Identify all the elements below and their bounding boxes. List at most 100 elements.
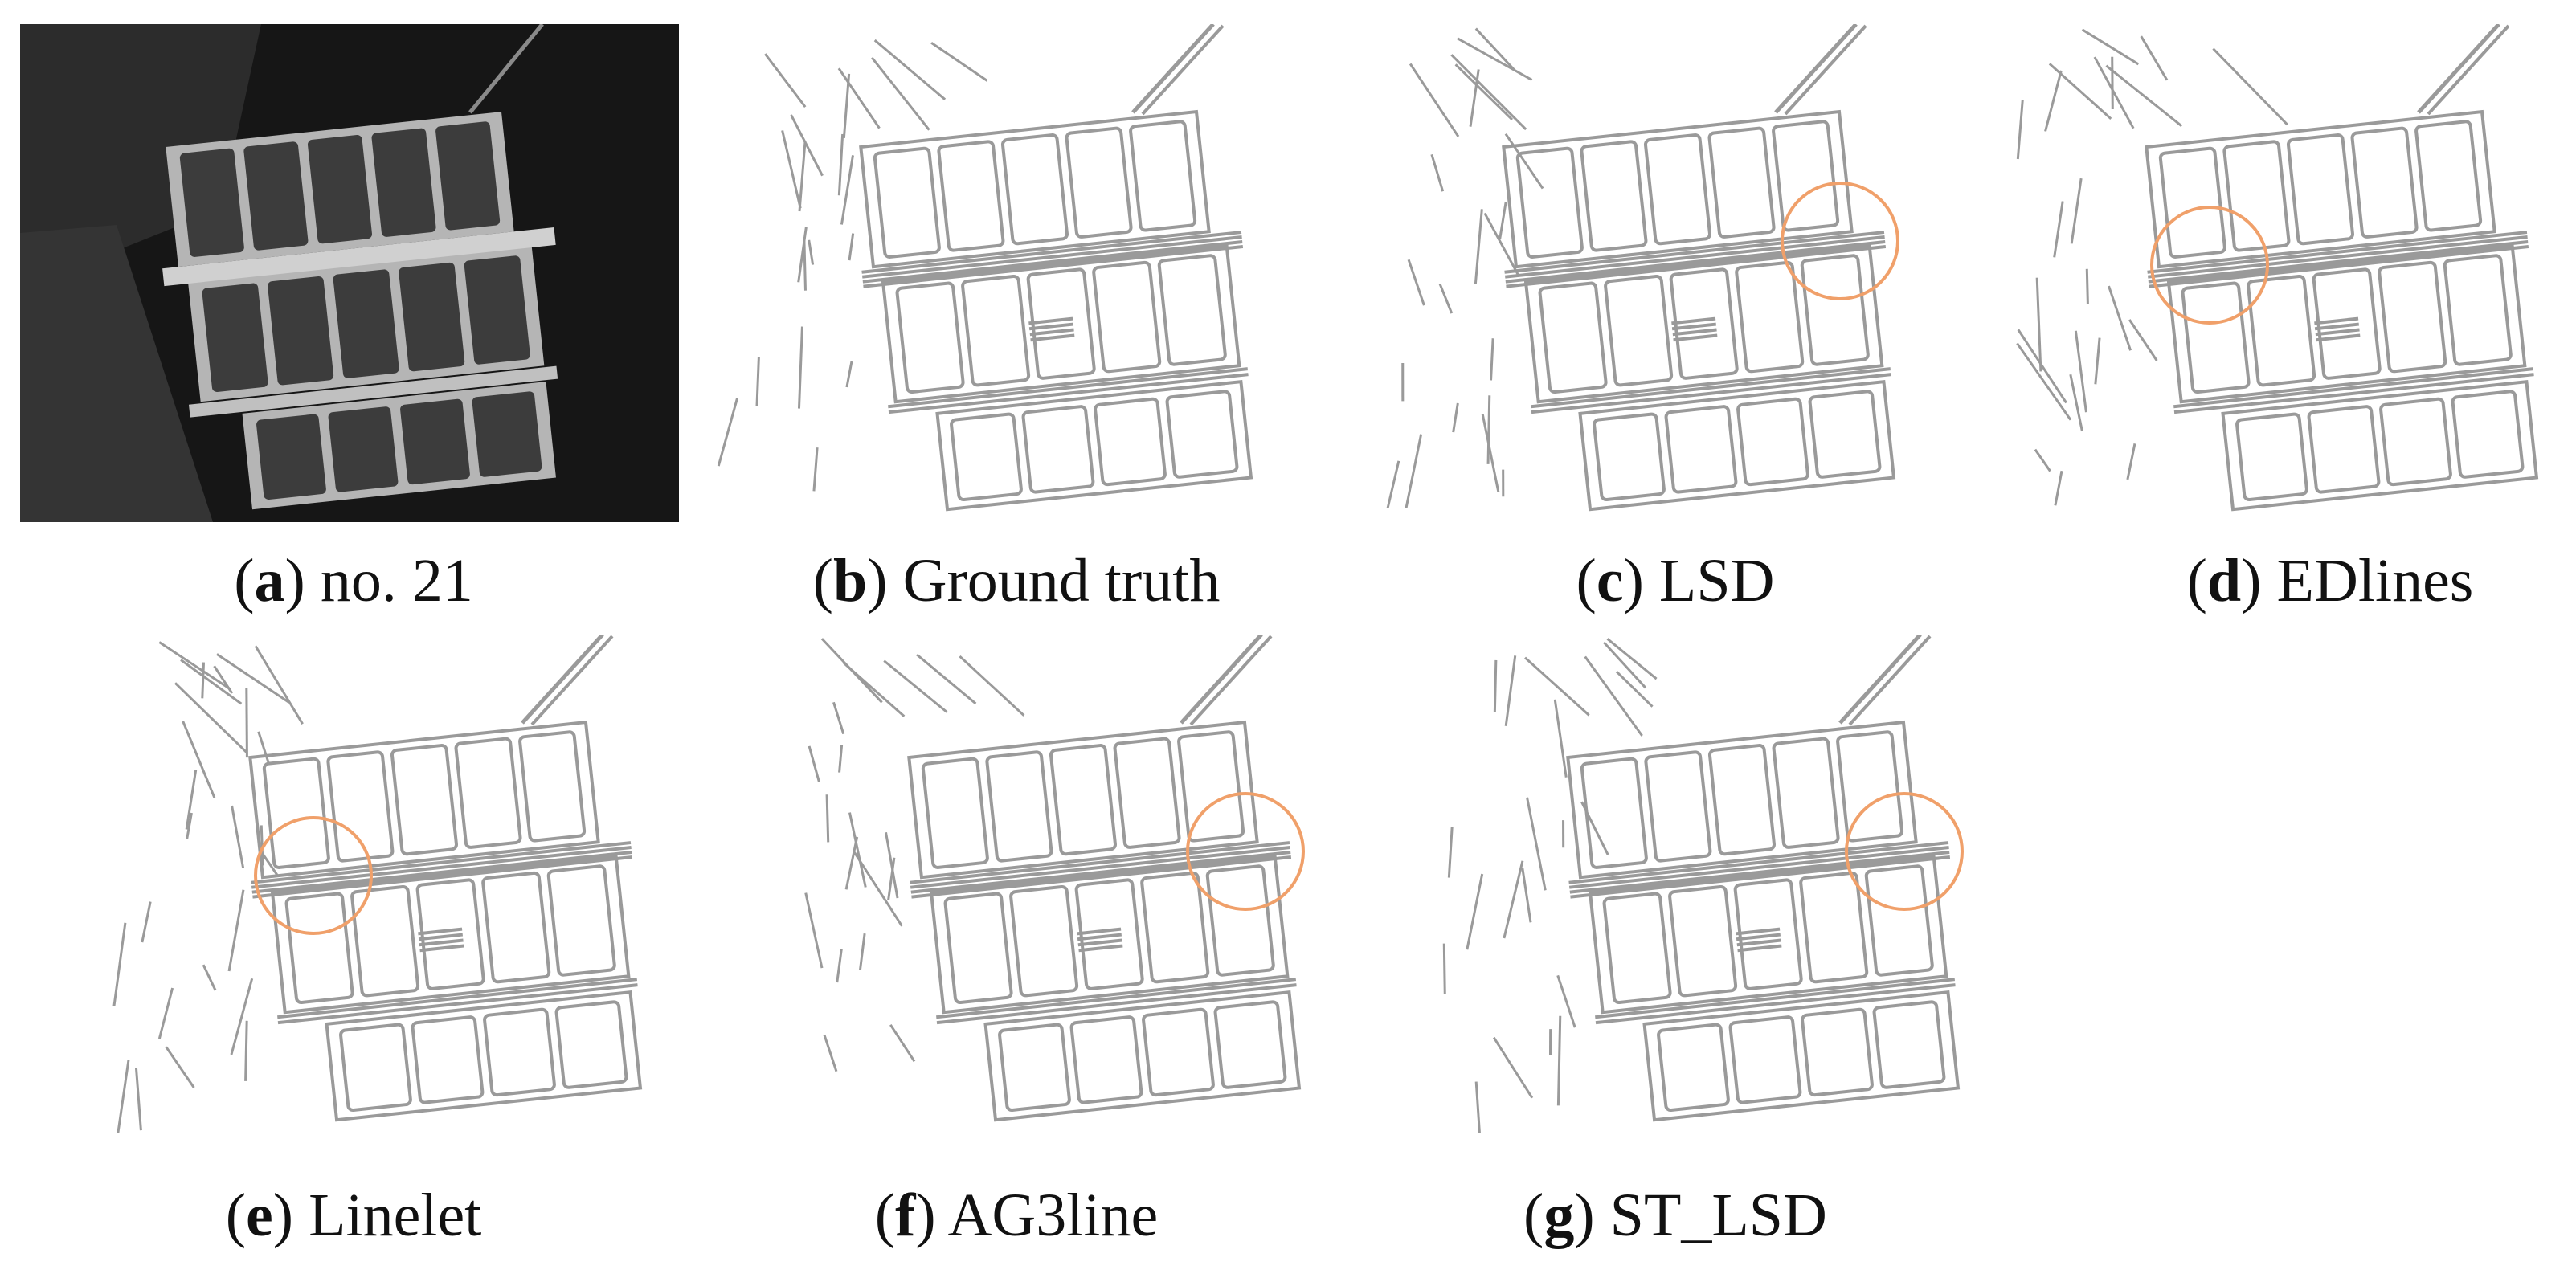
- rail-line: [2147, 235, 2528, 279]
- cell-outline: [2350, 126, 2419, 239]
- stray-line: [230, 978, 254, 1055]
- solar-cell: [399, 262, 465, 372]
- cell-outline: [985, 750, 1053, 863]
- stray-line: [808, 745, 820, 783]
- stray-line: [1474, 209, 1483, 284]
- rail-line: [1568, 846, 1949, 889]
- antenna-line: [1774, 24, 1858, 114]
- panel-g-st-lsd: [1422, 635, 2081, 1133]
- cell-outline: [2443, 254, 2513, 366]
- antenna-line: [1838, 635, 1922, 725]
- rail-line: [2173, 373, 2534, 414]
- stray-line: [837, 133, 844, 196]
- stray-line: [2016, 100, 2024, 160]
- stray-line: [1486, 395, 1491, 464]
- antenna-line: [1848, 635, 1932, 726]
- stray-line: [1409, 63, 1460, 137]
- frame-outline: [1523, 243, 1884, 404]
- rail-line: [936, 978, 1297, 1019]
- stray-line: [158, 641, 232, 691]
- stray-line: [823, 1034, 838, 1072]
- cell-outline: [2181, 281, 2251, 394]
- solar-cell: [464, 255, 530, 365]
- stray-line: [1490, 338, 1494, 381]
- antenna-line: [468, 24, 544, 114]
- stray-line: [2016, 342, 2072, 421]
- rail-line: [911, 855, 1292, 899]
- cell-outline: [2247, 274, 2316, 387]
- cell-outline: [1129, 120, 1197, 232]
- stray-line: [2108, 285, 2132, 351]
- rail-line: [888, 367, 1249, 409]
- stray-line: [1430, 153, 1445, 192]
- stray-line: [1442, 943, 1446, 994]
- stray-line: [871, 56, 930, 131]
- panel-image: [717, 24, 1253, 512]
- hatch-line: [1736, 933, 1781, 941]
- cell-outline: [921, 757, 989, 869]
- cell-outline: [950, 412, 1023, 501]
- caption-g: (g) ST_LSD: [1523, 1182, 1827, 1249]
- panel-d-edlines: [2001, 24, 2576, 522]
- stray-line: [2128, 319, 2158, 361]
- fabric-shape: [20, 24, 261, 289]
- stray-line: [1454, 63, 1514, 120]
- rail-line: [251, 841, 632, 884]
- stray-line: [1481, 414, 1500, 492]
- stray-line: [2093, 56, 2135, 129]
- stray-line: [1503, 860, 1524, 939]
- panel-image: [804, 635, 1305, 1122]
- stray-line: [840, 155, 854, 225]
- frame-outline: [2145, 109, 2496, 269]
- highlight-circle: [1781, 182, 1899, 300]
- stray-line: [165, 1046, 195, 1088]
- stray-line: [2212, 47, 2288, 126]
- antenna-line: [530, 635, 614, 726]
- cell-outline: [2378, 260, 2447, 374]
- rail-line: [861, 231, 1242, 274]
- cell-outline: [1094, 397, 1167, 487]
- hatch-line: [418, 927, 463, 936]
- stray-line: [1615, 670, 1654, 708]
- solar-cell: [268, 276, 334, 386]
- stray-line: [244, 1020, 248, 1081]
- stray-line: [1457, 37, 1533, 81]
- rail-line: [888, 373, 1249, 414]
- stray-line: [755, 357, 760, 406]
- rail-line: [1568, 841, 1949, 884]
- cell-outline: [2414, 120, 2483, 232]
- cell-outline: [546, 864, 616, 977]
- hatch-line: [419, 944, 464, 953]
- stray-line: [174, 682, 248, 754]
- cell-outline: [1580, 140, 1648, 252]
- stray-line: [2017, 329, 2067, 404]
- hatch-line: [1736, 938, 1781, 947]
- solar-cell: [307, 135, 372, 244]
- caption-a: (a) no. 21: [234, 547, 473, 615]
- hatch-line: [2314, 316, 2359, 325]
- stray-line: [2035, 277, 2042, 372]
- panel-image: [112, 635, 643, 1133]
- hatch-line: [1671, 322, 1717, 331]
- cell-outline: [1593, 412, 1666, 501]
- panel-image: [2016, 24, 2539, 512]
- rail-line: [251, 846, 632, 889]
- cell-outline: [1864, 864, 1934, 977]
- antenna-line: [1131, 24, 1215, 114]
- stray-line: [1584, 655, 1643, 737]
- fabric-shape: [20, 225, 213, 522]
- stray-line: [2094, 337, 2101, 385]
- stray-line: [1504, 133, 1544, 190]
- rail-line: [2149, 244, 2529, 288]
- solar-cell: [202, 283, 268, 392]
- cell-outline: [1205, 864, 1275, 977]
- stray-line: [959, 655, 1025, 717]
- solar-cell: [435, 121, 501, 231]
- stray-line: [1603, 641, 1647, 689]
- cell-outline: [2379, 397, 2452, 487]
- stray-line: [832, 701, 845, 735]
- rail-line: [862, 240, 1243, 284]
- hatch-line: [2314, 322, 2360, 331]
- antenna-line: [1189, 635, 1273, 726]
- stray-line: [843, 662, 906, 717]
